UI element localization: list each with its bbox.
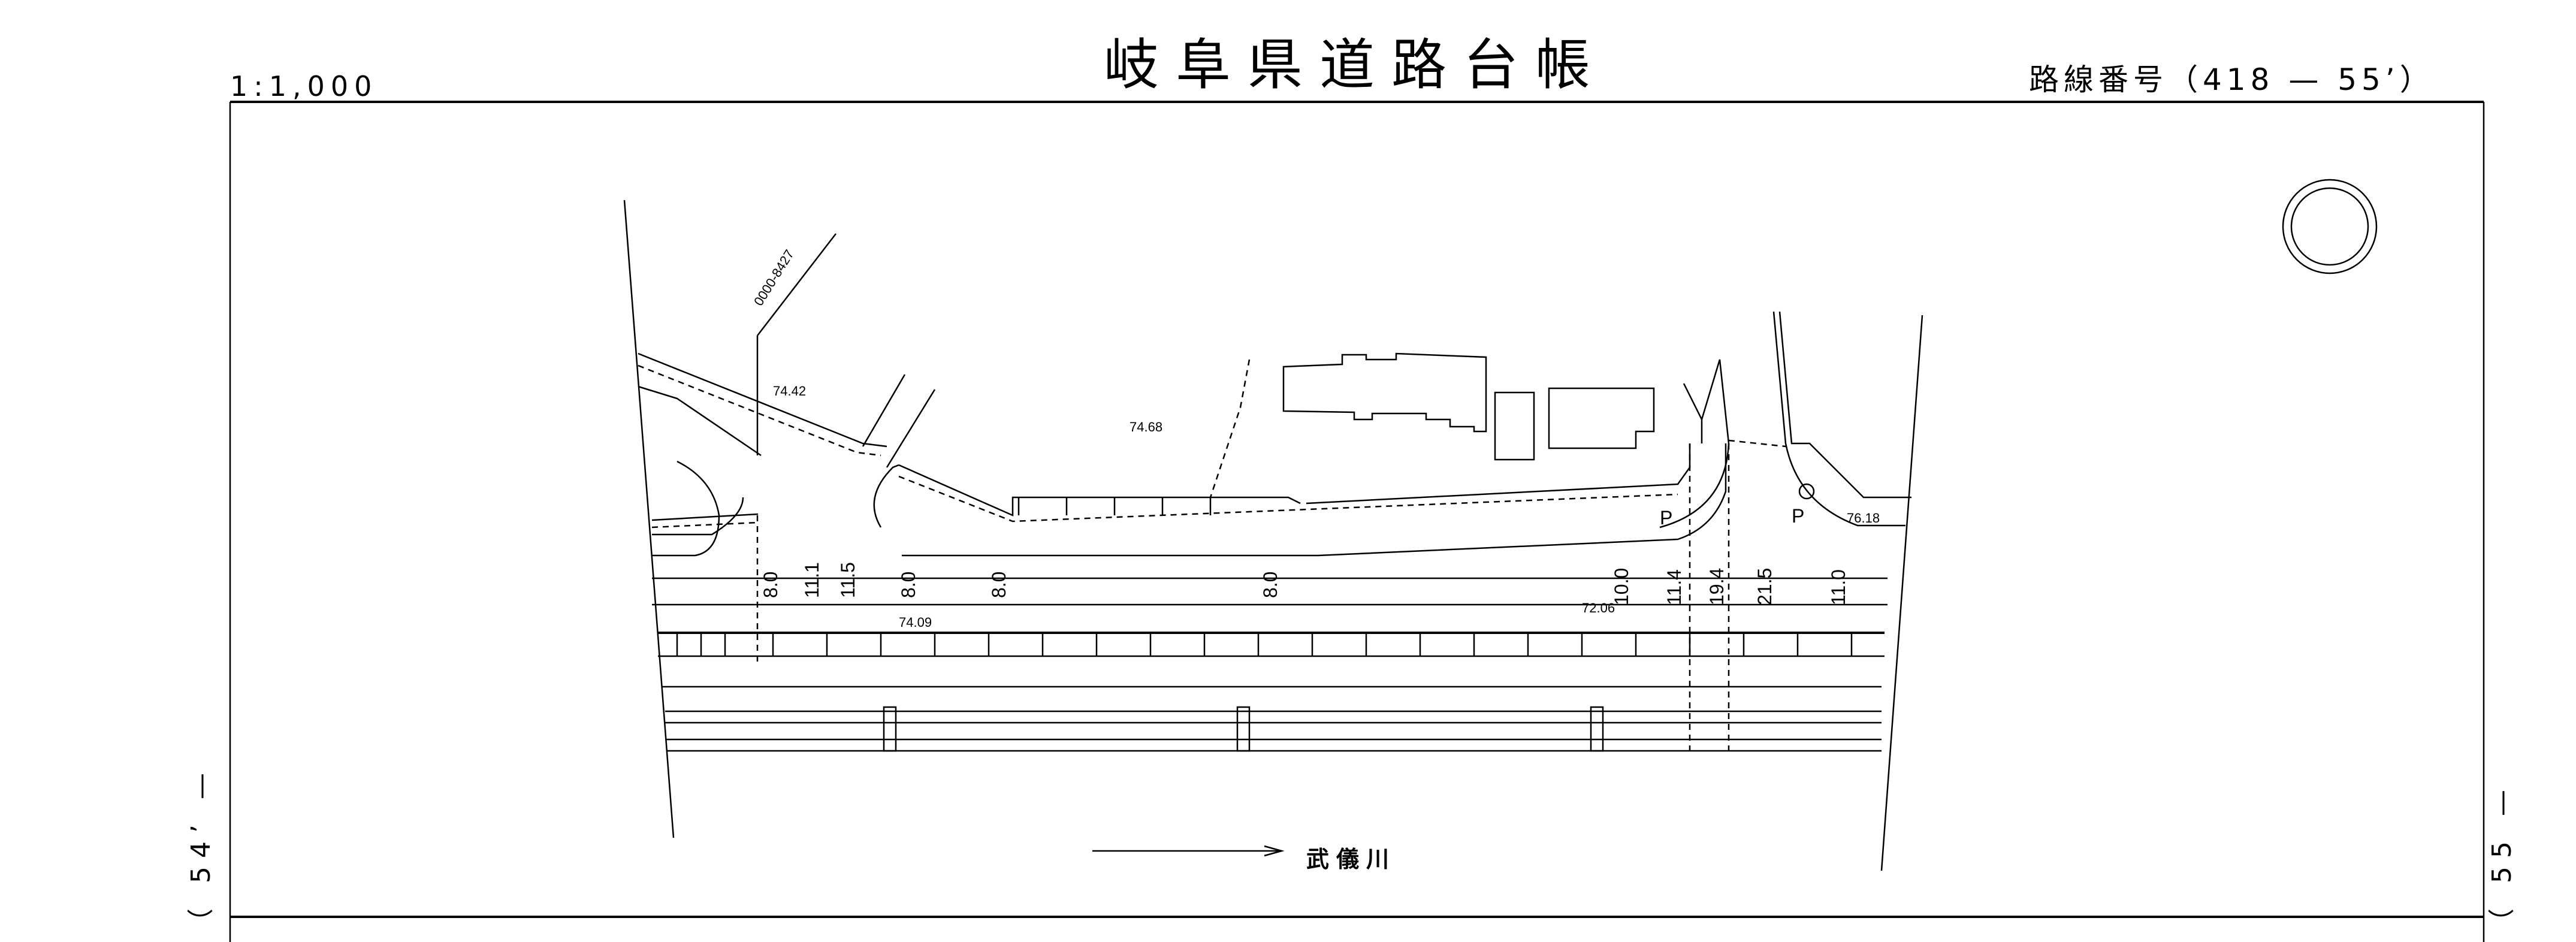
elevation-label: 74.68 bbox=[1130, 419, 1162, 434]
elevation-label: 76.18 bbox=[1847, 511, 1880, 526]
drawing-boundaries bbox=[623, 200, 1923, 871]
width-label: 8.0 bbox=[898, 572, 919, 598]
flow-direction-arrow-icon bbox=[1092, 845, 1285, 857]
callout-number: 0000-8427 bbox=[751, 247, 797, 308]
scale-label: 1:1,000 bbox=[230, 70, 378, 102]
road-lines bbox=[638, 233, 1911, 755]
elevation-label: 74.42 bbox=[773, 384, 806, 398]
elevation-label: 72.06 bbox=[1582, 600, 1615, 615]
width-label: 10.0 bbox=[1611, 568, 1632, 605]
elevation-label: 74.09 bbox=[899, 615, 932, 630]
compass-circle-icon bbox=[2282, 179, 2378, 274]
parking-mark: P bbox=[1792, 505, 1804, 527]
width-label: 8.0 bbox=[760, 572, 781, 598]
buildings bbox=[1282, 352, 1655, 461]
width-label: 19.4 bbox=[1706, 568, 1728, 605]
width-label: 11.4 bbox=[1663, 569, 1685, 605]
manhole-icon bbox=[1798, 483, 1815, 500]
sheet-title: 岐阜県道路台帳 bbox=[1104, 33, 1607, 97]
right-edge-label: （ 55 — bbox=[2487, 781, 2517, 935]
width-label: 11.5 bbox=[837, 562, 859, 598]
width-label: 8.0 bbox=[1260, 572, 1281, 598]
river-label: 武儀川 bbox=[1306, 846, 1396, 872]
route-number: 路線番号（418 — 55’） bbox=[2029, 62, 2435, 97]
width-dimensions: 8.0 11.1 11.5 8.0 8.0 8.0 10.0 11.4 19.4… bbox=[760, 562, 1849, 605]
left-edge-label: （ 54’ — bbox=[186, 765, 216, 935]
width-label: 21.5 bbox=[1754, 568, 1775, 605]
sheet-frame bbox=[229, 101, 2485, 942]
width-label: 11.0 bbox=[1828, 569, 1849, 605]
width-label: 11.1 bbox=[801, 562, 823, 598]
width-label: 8.0 bbox=[988, 572, 1010, 598]
parking-mark: P bbox=[1660, 507, 1672, 529]
